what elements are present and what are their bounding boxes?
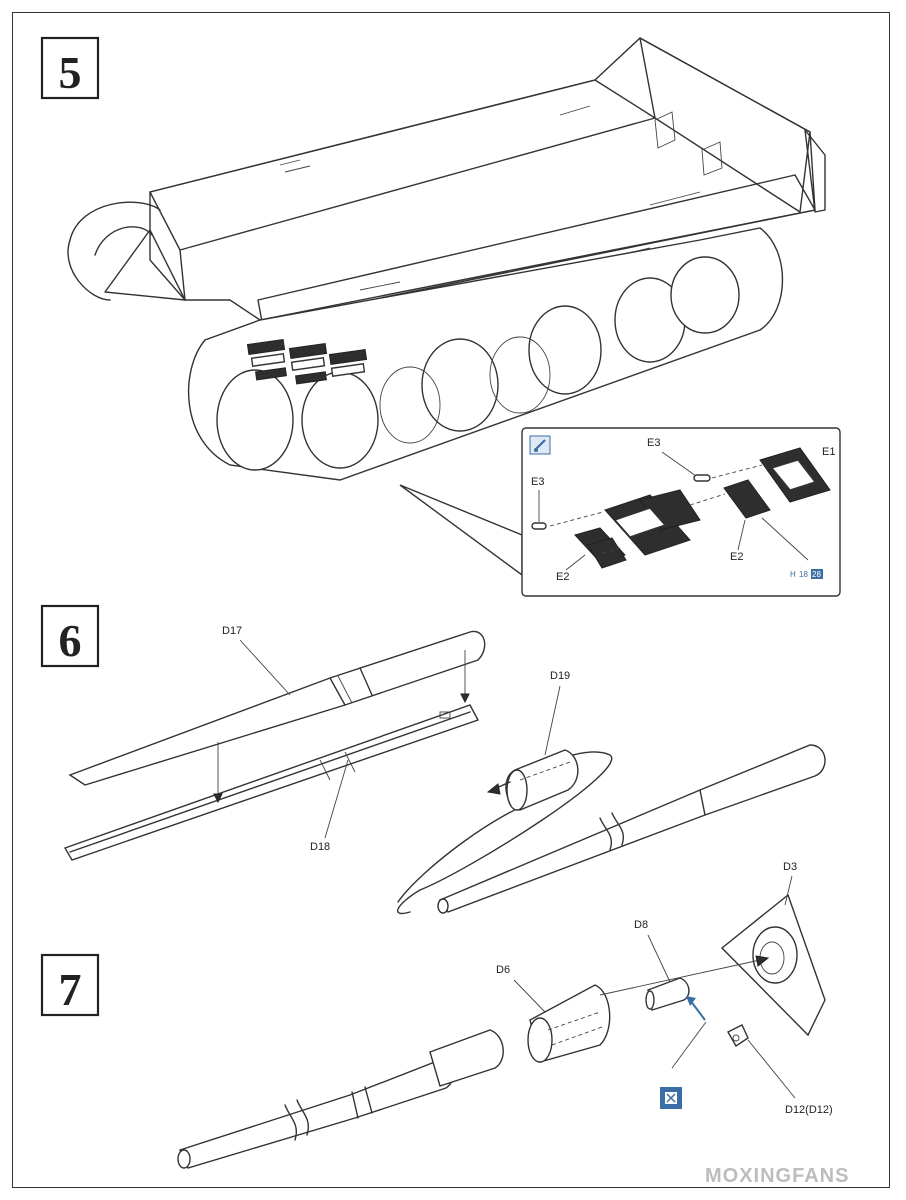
step-6-number: 6	[59, 615, 82, 666]
label-e3-top: E3	[647, 437, 660, 449]
part-d12	[727, 1024, 749, 1047]
part-e2-left	[574, 527, 627, 569]
step-6-box	[40, 604, 100, 668]
track-drawing	[67, 201, 784, 481]
svg-text:H: H	[790, 570, 796, 579]
part-d18	[63, 704, 480, 861]
label-e3-left: E3	[531, 476, 544, 488]
part-e2-right	[723, 479, 771, 519]
label-d12: D12(D12)	[785, 1104, 833, 1116]
page-reference: H 18 28	[790, 569, 823, 579]
part-d17	[68, 630, 486, 786]
label-d8: D8	[634, 919, 648, 931]
label-e2-right: E2	[730, 551, 743, 563]
part-e3-top	[693, 474, 711, 482]
part-e1	[759, 447, 831, 503]
label-e2-left: E2	[556, 571, 569, 583]
step-7-number: 7	[59, 964, 82, 1015]
gun-barrel	[177, 1029, 504, 1169]
label-d19: D19	[550, 670, 570, 682]
part-d3	[720, 893, 826, 1037]
part-d8	[645, 977, 690, 1011]
hull-drawing	[104, 37, 826, 323]
svg-text:28: 28	[812, 570, 821, 579]
assembled-barrel	[437, 744, 826, 914]
label-e1: E1	[822, 446, 835, 458]
svg-text:18: 18	[799, 570, 808, 579]
part-e-center	[604, 489, 701, 556]
step-7-box	[40, 953, 100, 1017]
step-5-box	[40, 36, 100, 100]
step-7: 7 D6 D8 D12(	[40, 861, 833, 1169]
label-d6: D6	[496, 964, 510, 976]
part-e3-left	[531, 522, 547, 530]
label-d18: D18	[310, 841, 330, 853]
watermark: MOXINGFANS	[705, 1165, 849, 1187]
sanding-icon	[660, 1087, 682, 1109]
label-d17: D17	[222, 625, 242, 637]
track-links	[246, 338, 368, 385]
part-d6	[527, 984, 611, 1063]
glue-brush-icon	[529, 435, 551, 455]
step-6: 6 D17 D18	[40, 604, 826, 915]
part-d19	[505, 749, 579, 811]
instruction-page-frame	[12, 12, 890, 1188]
step-5-number: 5	[59, 47, 82, 98]
step-5: 5	[40, 36, 841, 597]
label-d3: D3	[783, 861, 797, 873]
